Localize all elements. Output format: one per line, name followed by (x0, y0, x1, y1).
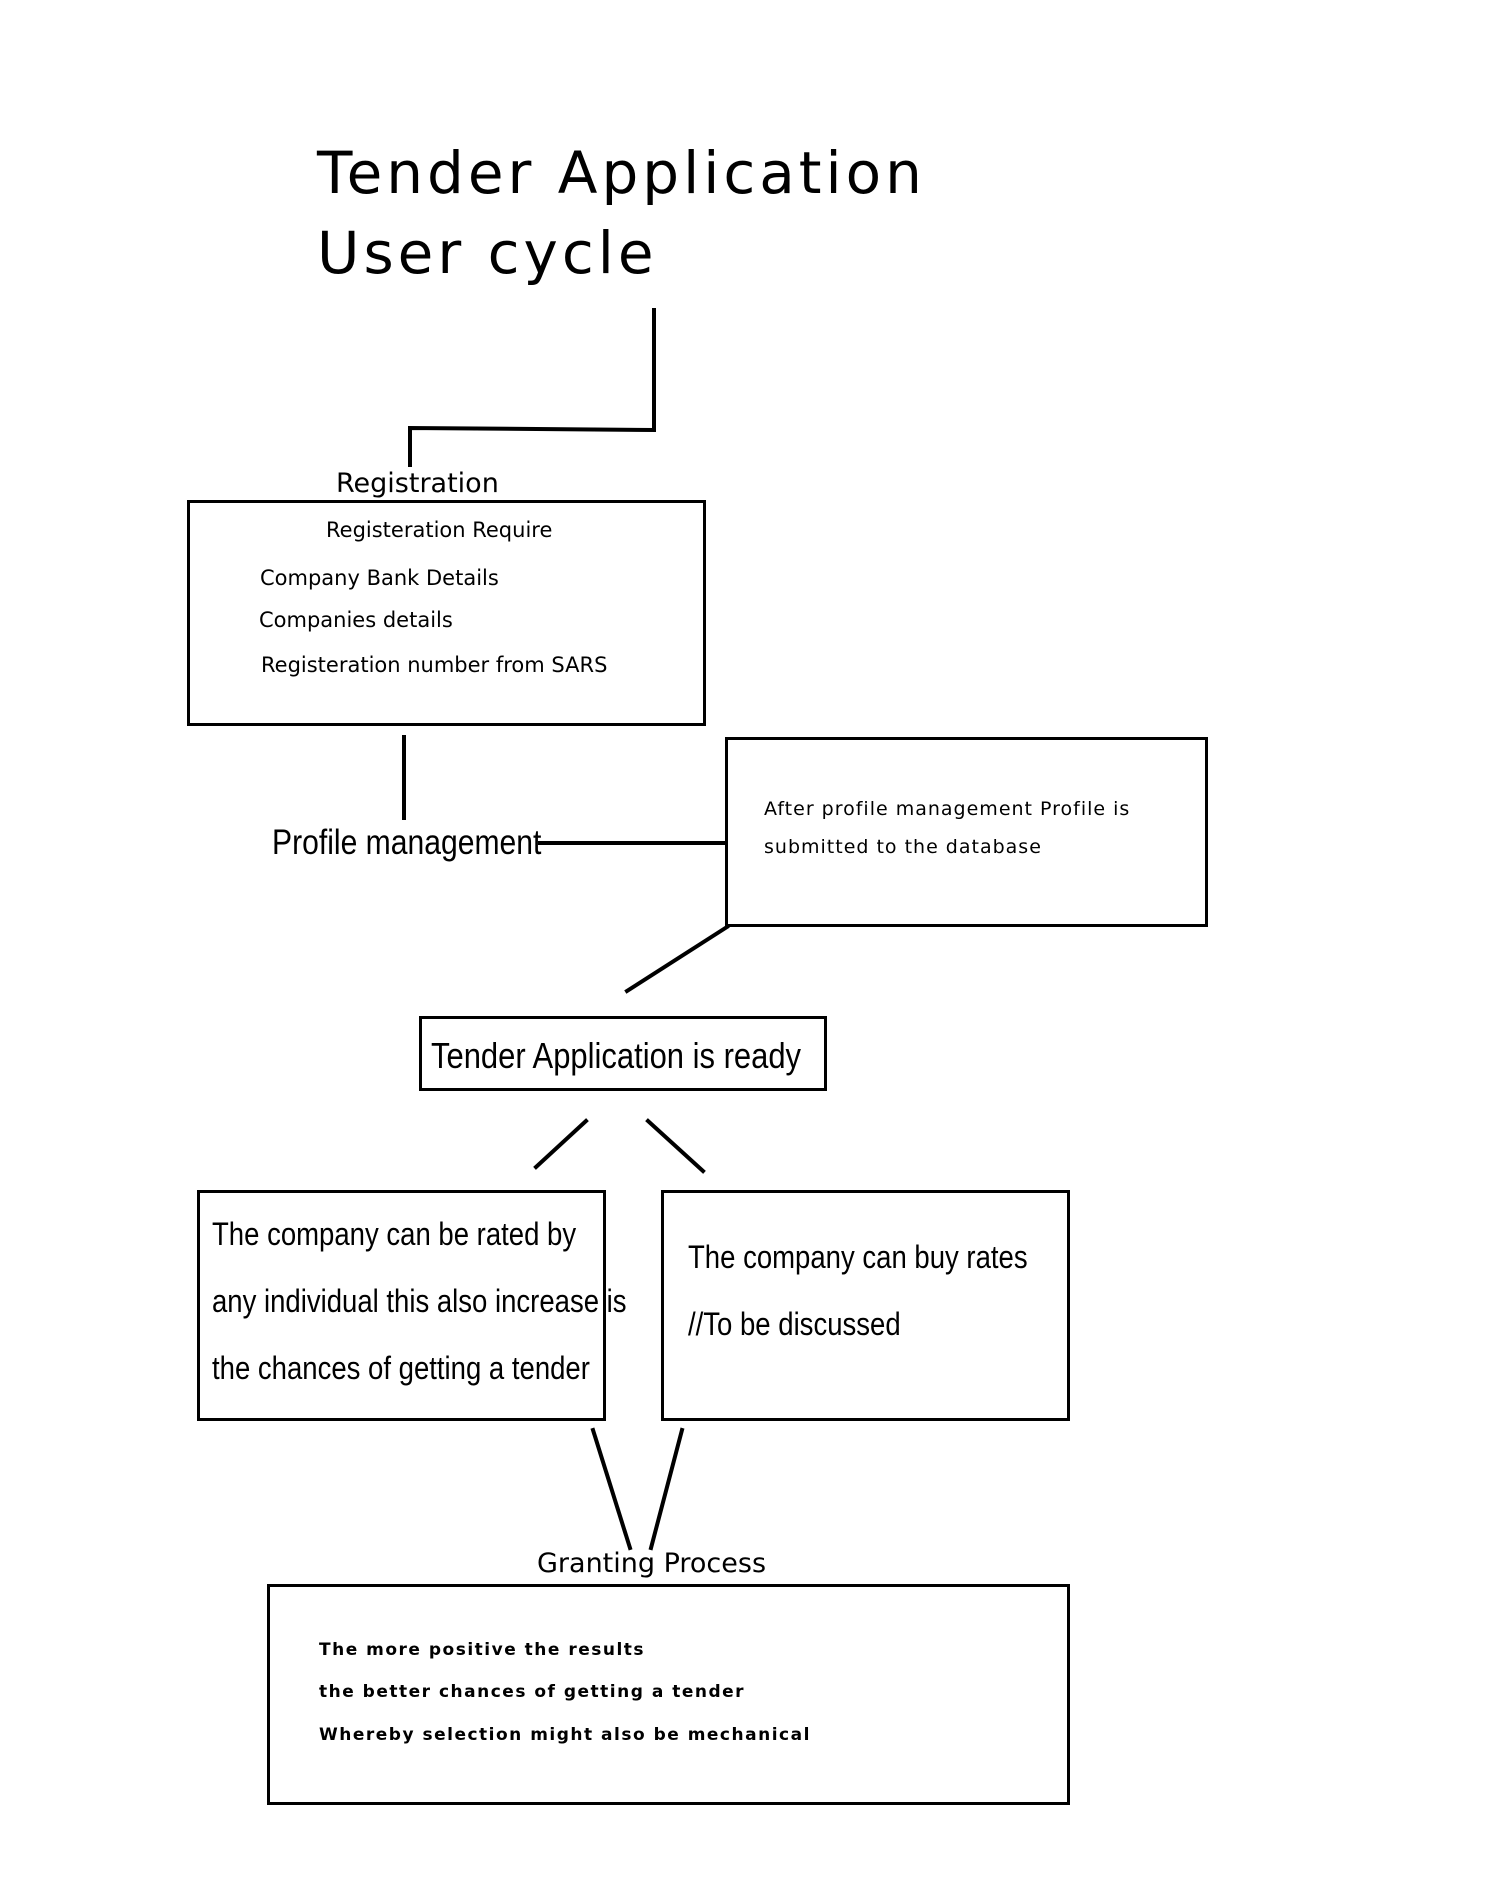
diagram-title-line-1: Tender Application (317, 139, 926, 207)
registration-box: Registeration Require Company Bank Detai… (187, 500, 706, 726)
connector-rating-to-granting (590, 1427, 633, 1551)
registration-heading: Registration (336, 468, 499, 499)
rating-box: The company can be rated by any individu… (197, 1190, 627, 1421)
rating-line: The company can be rated by (212, 1216, 577, 1252)
registration-item: Companies details (259, 608, 453, 632)
profile-heading: Profile management (272, 823, 542, 862)
granting-line: The more positive the results (319, 1640, 646, 1660)
profile-note-line: submitted to the database (764, 836, 1042, 858)
buy-rates-line: //To be discussed (688, 1306, 901, 1342)
granting-box: The more positive the results the better… (267, 1584, 1070, 1805)
diagram-title-line-2: User cycle (317, 219, 658, 287)
granting-heading: Granting Process (537, 1548, 767, 1579)
registration-item: Registeration Require (326, 518, 553, 542)
connector-title-to-registration (408, 308, 656, 467)
rating-line: any individual this also increase is (212, 1283, 627, 1319)
connector-buy-to-granting (648, 1427, 685, 1551)
connector-ready-to-buy (645, 1118, 706, 1174)
ready-label: Tender Application is ready (431, 1035, 802, 1076)
registration-item: Company Bank Details (260, 566, 499, 590)
granting-line: the better chances of getting a tender (319, 1682, 746, 1702)
ready-box: Tender Application is ready (419, 1016, 827, 1091)
granting-line: Whereby selection might also be mechanic… (319, 1725, 811, 1745)
profile-note-line: After profile management Profile is (764, 798, 1131, 820)
buy-rates-box: The company can buy rates //To be discus… (661, 1190, 1070, 1421)
connector-ready-to-rating (533, 1118, 589, 1170)
registration-item: Registeration number from SARS (261, 653, 608, 677)
buy-rates-line: The company can buy rates (688, 1239, 1028, 1275)
connector-note-to-ready (624, 924, 730, 994)
rating-line: the chances of getting a tender (212, 1350, 590, 1386)
profile-note-box: After profile management Profile is subm… (725, 737, 1208, 927)
